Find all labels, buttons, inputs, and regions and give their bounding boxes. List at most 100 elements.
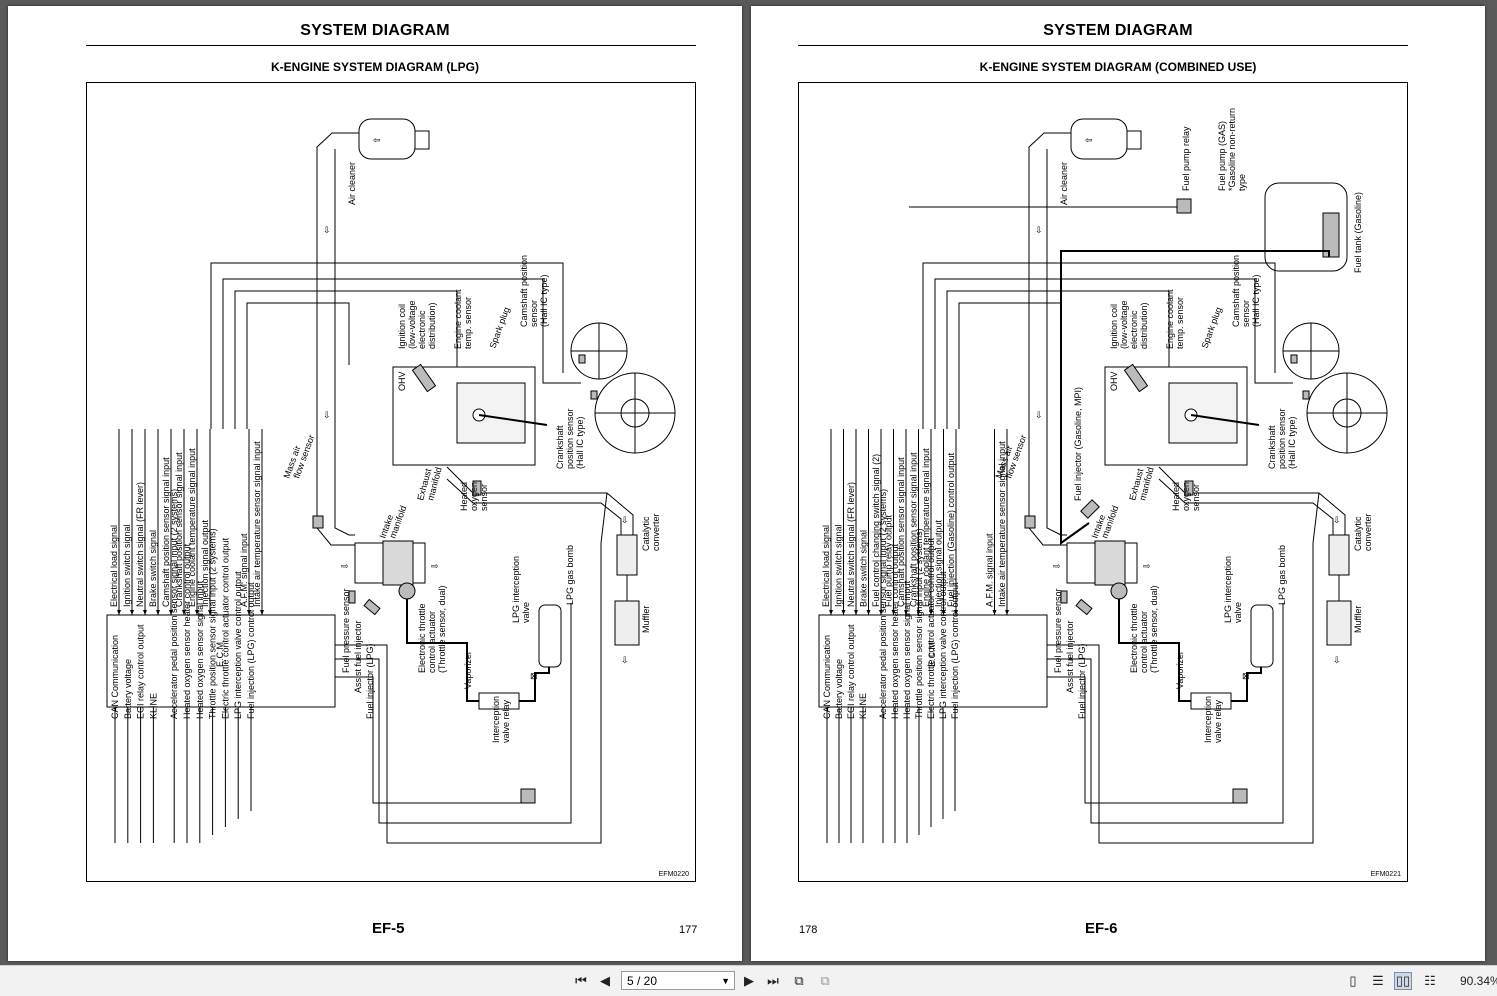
arrowhead: [1005, 610, 1009, 615]
air-cleaner: [358, 118, 416, 160]
arrowhead: [891, 610, 896, 615]
ignition-coil-label: (low-voltage: [407, 300, 417, 349]
previous-page-icon[interactable]: ◀: [600, 973, 610, 988]
flow-arrow-icon: ⇦: [373, 135, 381, 145]
upper-signal-label: Engine coolant temperature signal input: [921, 448, 931, 607]
camshaft-label: (Hall IC type): [1251, 274, 1261, 327]
upper-signal-label: Neutral switch signal (FR lever): [846, 482, 856, 607]
muffler: [1326, 600, 1352, 646]
continuous-view-icon[interactable]: ☰: [1372, 973, 1384, 988]
fuel-pressure-label: Fuel pressure sensor: [1053, 588, 1063, 673]
lower-signal-label: Heated oxygen sensor signal input: [902, 580, 912, 719]
arrowhead: [904, 610, 908, 615]
section-code: EF-6: [1085, 920, 1118, 937]
fuel-pump-relay: [1176, 198, 1192, 214]
harness: [234, 290, 458, 429]
throttle-label: control actuator: [1139, 611, 1149, 673]
fuel-pump-label: *Gasoline non-return: [1227, 108, 1237, 191]
camshaft-label: (Hall IC type): [539, 274, 549, 327]
upper-signal-label: A.F.M. signal input: [239, 533, 249, 607]
catalytic-converter: [616, 534, 638, 576]
intake-duct: [1028, 132, 1071, 546]
ignition-coil: [411, 363, 437, 393]
heated-o2-label: Heated: [459, 482, 469, 511]
cam-sensor: [578, 354, 586, 364]
page-number: 178: [799, 924, 818, 936]
page-selector[interactable]: 5 / 20 ▼: [621, 971, 735, 990]
harness: [946, 290, 1170, 429]
coolant-label: temp. sensor: [1175, 297, 1185, 349]
ignition-coil-label: distribution): [1139, 302, 1149, 349]
ohv-label: OHV: [397, 371, 407, 391]
diagram-subtitle: K-ENGINE SYSTEM DIAGRAM (COMBINED USE): [979, 60, 1257, 74]
throttle-label: (Throttle sensor, dual): [437, 585, 447, 673]
lpg-valve-icon: ⊠: [1242, 671, 1250, 681]
harness: [1047, 492, 1320, 844]
diagram-subtitle: K-ENGINE SYSTEM DIAGRAM (LPG): [270, 60, 479, 74]
last-page-icon[interactable]: ⏭: [767, 973, 779, 988]
ecm: [106, 614, 336, 708]
fuel-injector-label: Fuel injector (LPG): [1077, 643, 1087, 719]
cylinder: [456, 382, 526, 444]
first-page-icon[interactable]: ⏮: [575, 973, 587, 988]
title-rule: [798, 45, 1408, 46]
assist-injector-label: Assist fuel injector: [1065, 620, 1075, 693]
lower-signal-label: Fuel injection (LPG) control output: [246, 582, 256, 719]
upper-signal-label: Fuel pump relay output: [884, 514, 894, 607]
fuel-pump: [1322, 212, 1340, 258]
lower-signal-label: LPG interception valve control output: [233, 571, 243, 719]
ohv-label: OHV: [1109, 371, 1119, 391]
heated-o2-sensor: [1184, 480, 1194, 496]
upper-signal-label: Injection signal output: [200, 519, 210, 607]
document-viewer: SYSTEM DIAGRAM K-ENGINE SYSTEM DIAGRAM (…: [0, 0, 1497, 965]
intake-duct-inner: [1046, 149, 1067, 536]
single-page-view-icon[interactable]: ▯: [1349, 973, 1357, 988]
flow-arrow-icon: ⇩: [1035, 225, 1043, 235]
upper-signal-label: Injection signal output: [934, 519, 944, 607]
harness: [1047, 676, 1239, 804]
harness: [335, 603, 572, 824]
lower-signal-label: Accelerator pedal position sensor signal…: [878, 489, 888, 719]
catalytic-label: converter: [651, 513, 661, 551]
maf-sensor: [1024, 515, 1036, 529]
arrowhead: [954, 610, 958, 615]
flow-arrow-icon: ⇩: [323, 225, 331, 235]
export-icon[interactable]: ⧉: [794, 973, 804, 988]
two-page-continuous-icon[interactable]: ☷: [1424, 973, 1436, 988]
harness: [934, 278, 1293, 429]
lpg-line: [1231, 667, 1262, 702]
next-page-icon[interactable]: ▶: [744, 973, 754, 988]
arrowhead: [854, 610, 858, 615]
lower-signal-label: Throttle position sensor signal input (2…: [914, 528, 924, 719]
lpg-bomb-label: LPG gas bomb: [565, 545, 575, 605]
two-page-view-icon[interactable]: ▯▯: [1394, 972, 1412, 990]
upper-signal-label: Crankshaft position sensor signal input: [909, 452, 919, 607]
cylinder: [1168, 382, 1238, 444]
crank-sensor: [590, 390, 598, 400]
intake-duct: [316, 132, 359, 546]
copy-icon[interactable]: ⧉: [820, 973, 830, 988]
flow-arrow-icon: ⇦: [1085, 135, 1093, 145]
upper-signal-label: Intake air temperature sensor signal inp…: [997, 441, 1007, 607]
lpg-valve-label: LPG interception: [511, 556, 521, 623]
lpg-valve-label: valve: [1233, 602, 1243, 623]
muffler-label: Muffler: [1353, 606, 1363, 633]
arrowhead: [169, 610, 173, 615]
catalytic-converter: [1328, 534, 1350, 576]
arrowhead: [929, 610, 933, 615]
upper-signal-label: Neutral switch signal (FR lever): [135, 482, 145, 607]
coolant-label: Engine coolant: [453, 289, 463, 349]
fuel-pressure-sensor: [348, 590, 356, 604]
upper-signal-label: Camshaft position sensor signal input: [161, 457, 171, 607]
lower-signal-label: LPG interception valve control output: [938, 571, 948, 719]
lpg-valve-label: LPG interception: [1223, 556, 1233, 623]
air-cleaner-label: Air cleaner: [347, 162, 357, 205]
harness: [335, 492, 608, 844]
spark-plug-label: Spark plug: [487, 306, 511, 350]
lower-signal-label: Electric throttle control actuator contr…: [220, 537, 230, 719]
fuel-pressure-label: Fuel pressure sensor: [341, 588, 351, 673]
upper-signal-label: Electrical load signal: [109, 525, 119, 607]
heated-o2-label: sensor: [479, 484, 489, 511]
